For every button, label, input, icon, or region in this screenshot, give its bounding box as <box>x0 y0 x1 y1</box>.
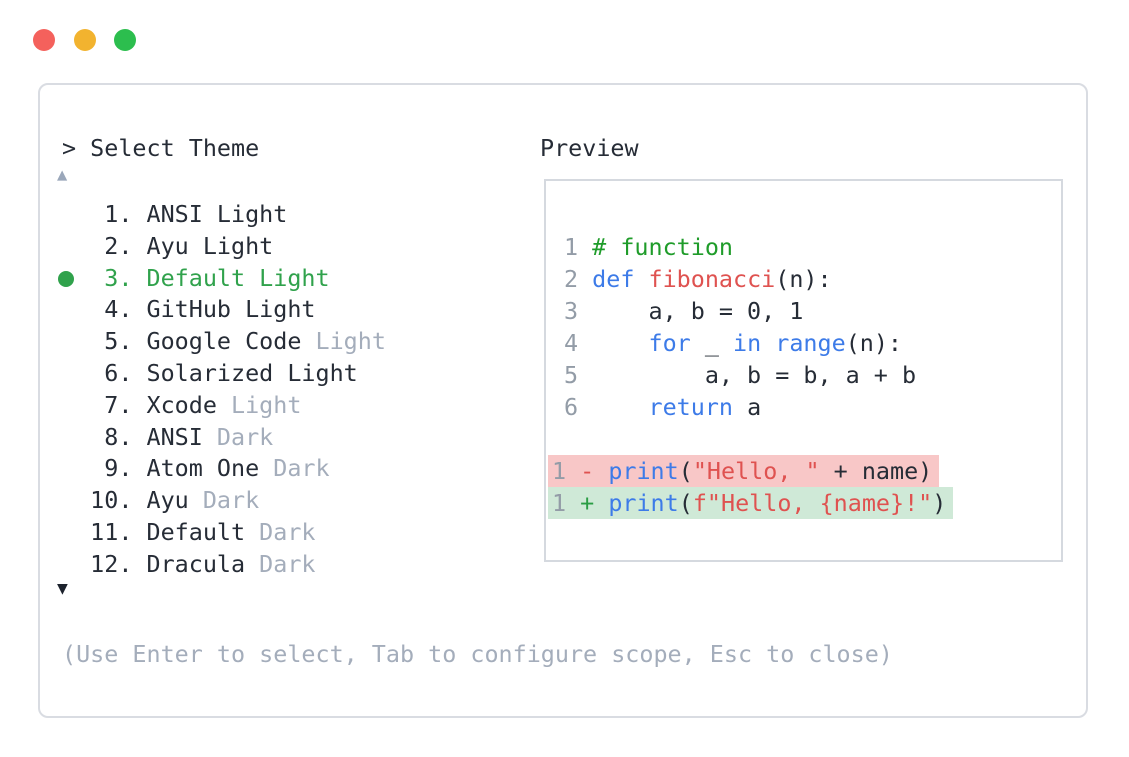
theme-name: ANSI <box>146 422 217 451</box>
code-line-empty <box>546 423 1061 455</box>
code-line: 3 a, b = 0, 1 <box>564 297 804 325</box>
theme-variant: Dark <box>216 422 274 451</box>
line-number: 2 <box>564 265 579 293</box>
theme-option[interactable]: 7. Xcode Light <box>62 390 386 422</box>
theme-name: Atom One <box>146 454 274 483</box>
theme-number: 6. <box>90 358 147 387</box>
diff-plus-sign: + <box>580 489 595 517</box>
theme-name: Ayu Light <box>146 231 274 260</box>
theme-option[interactable]: 1. ANSI Light <box>62 199 386 231</box>
code-line: 1# function <box>564 233 733 261</box>
theme-number: 2. <box>90 231 147 260</box>
theme-name: Dracula <box>146 549 260 578</box>
theme-name: GitHub Light <box>146 295 316 324</box>
line-number: 4 <box>564 329 579 357</box>
maximize-button[interactable] <box>114 29 136 51</box>
code-line: 4 for _ in range(n): <box>564 329 903 357</box>
theme-name: Ayu <box>146 486 203 515</box>
theme-name: Google Code <box>146 327 316 356</box>
code-line: 5 a, b = b, a + b <box>564 361 917 389</box>
theme-option[interactable]: 10. Ayu Dark <box>62 485 386 517</box>
theme-variant: Dark <box>259 517 316 546</box>
theme-option[interactable]: 5. Google Code Light <box>62 326 386 358</box>
theme-name: Solarized Light <box>146 358 358 387</box>
theme-number: 9. <box>90 454 147 483</box>
theme-variant: Dark <box>202 486 260 515</box>
scroll-down-icon[interactable]: ▼ <box>57 578 68 599</box>
theme-option[interactable]: 6. Solarized Light <box>62 358 386 390</box>
theme-option[interactable]: 11. Default Dark <box>62 517 386 549</box>
theme-option[interactable]: 8. ANSI Dark <box>62 422 386 454</box>
theme-name: Xcode <box>146 390 231 419</box>
diff-added-line: 1+print(f"Hello, {name}!") <box>546 487 1061 519</box>
select-theme-prompt: > Select Theme <box>62 134 260 162</box>
theme-number: 10. <box>90 486 147 515</box>
theme-name: Default <box>146 517 260 546</box>
line-number: 1 <box>552 457 567 485</box>
close-button[interactable] <box>33 29 55 51</box>
scroll-up-icon[interactable]: ▲ <box>57 165 68 185</box>
line-number: 1 <box>552 489 567 517</box>
theme-option[interactable]: 9. Atom One Dark <box>62 453 386 485</box>
theme-variant: Light <box>315 327 386 356</box>
theme-name: ANSI Light <box>146 200 288 228</box>
help-text: (Use Enter to select, Tab to configure s… <box>62 640 893 668</box>
code-line: 6 return a <box>564 393 762 421</box>
theme-number: 3. <box>90 263 147 292</box>
line-number: 3 <box>564 297 579 325</box>
line-number: 5 <box>564 361 579 389</box>
theme-name: Default Light <box>146 263 330 292</box>
theme-option[interactable]: 2. Ayu Light <box>62 231 386 263</box>
theme-number: 4. <box>90 295 147 324</box>
theme-option-selected[interactable]: 3. Default Light <box>62 263 386 295</box>
line-number: 1 <box>564 233 579 261</box>
theme-option[interactable]: 4. GitHub Light <box>62 294 386 326</box>
theme-number: 12. <box>90 549 147 578</box>
diff-minus-sign: - <box>580 457 595 485</box>
minimize-button[interactable] <box>74 29 96 51</box>
preview-label: Preview <box>540 134 639 162</box>
theme-variant: Dark <box>259 549 316 578</box>
selected-theme-dot-icon <box>58 271 74 287</box>
theme-list: 1. ANSI Light 2. Ayu Light 3. Default Li… <box>62 199 386 581</box>
theme-number: 8. <box>90 422 147 451</box>
theme-variant: Dark <box>273 454 330 483</box>
theme-option[interactable]: 12. Dracula Dark <box>62 549 386 581</box>
diff-removed-line: 1-print("Hello, " + name) <box>546 455 1061 487</box>
theme-variant: Light <box>231 390 302 419</box>
line-number: 6 <box>564 393 579 421</box>
theme-number: 7. <box>90 390 147 419</box>
theme-number: 1. <box>90 200 147 228</box>
theme-number: 5. <box>90 327 147 356</box>
theme-number: 11. <box>90 517 147 546</box>
theme-selector-panel: > Select Theme Preview ▲ 1. ANSI Light 2… <box>38 83 1088 718</box>
